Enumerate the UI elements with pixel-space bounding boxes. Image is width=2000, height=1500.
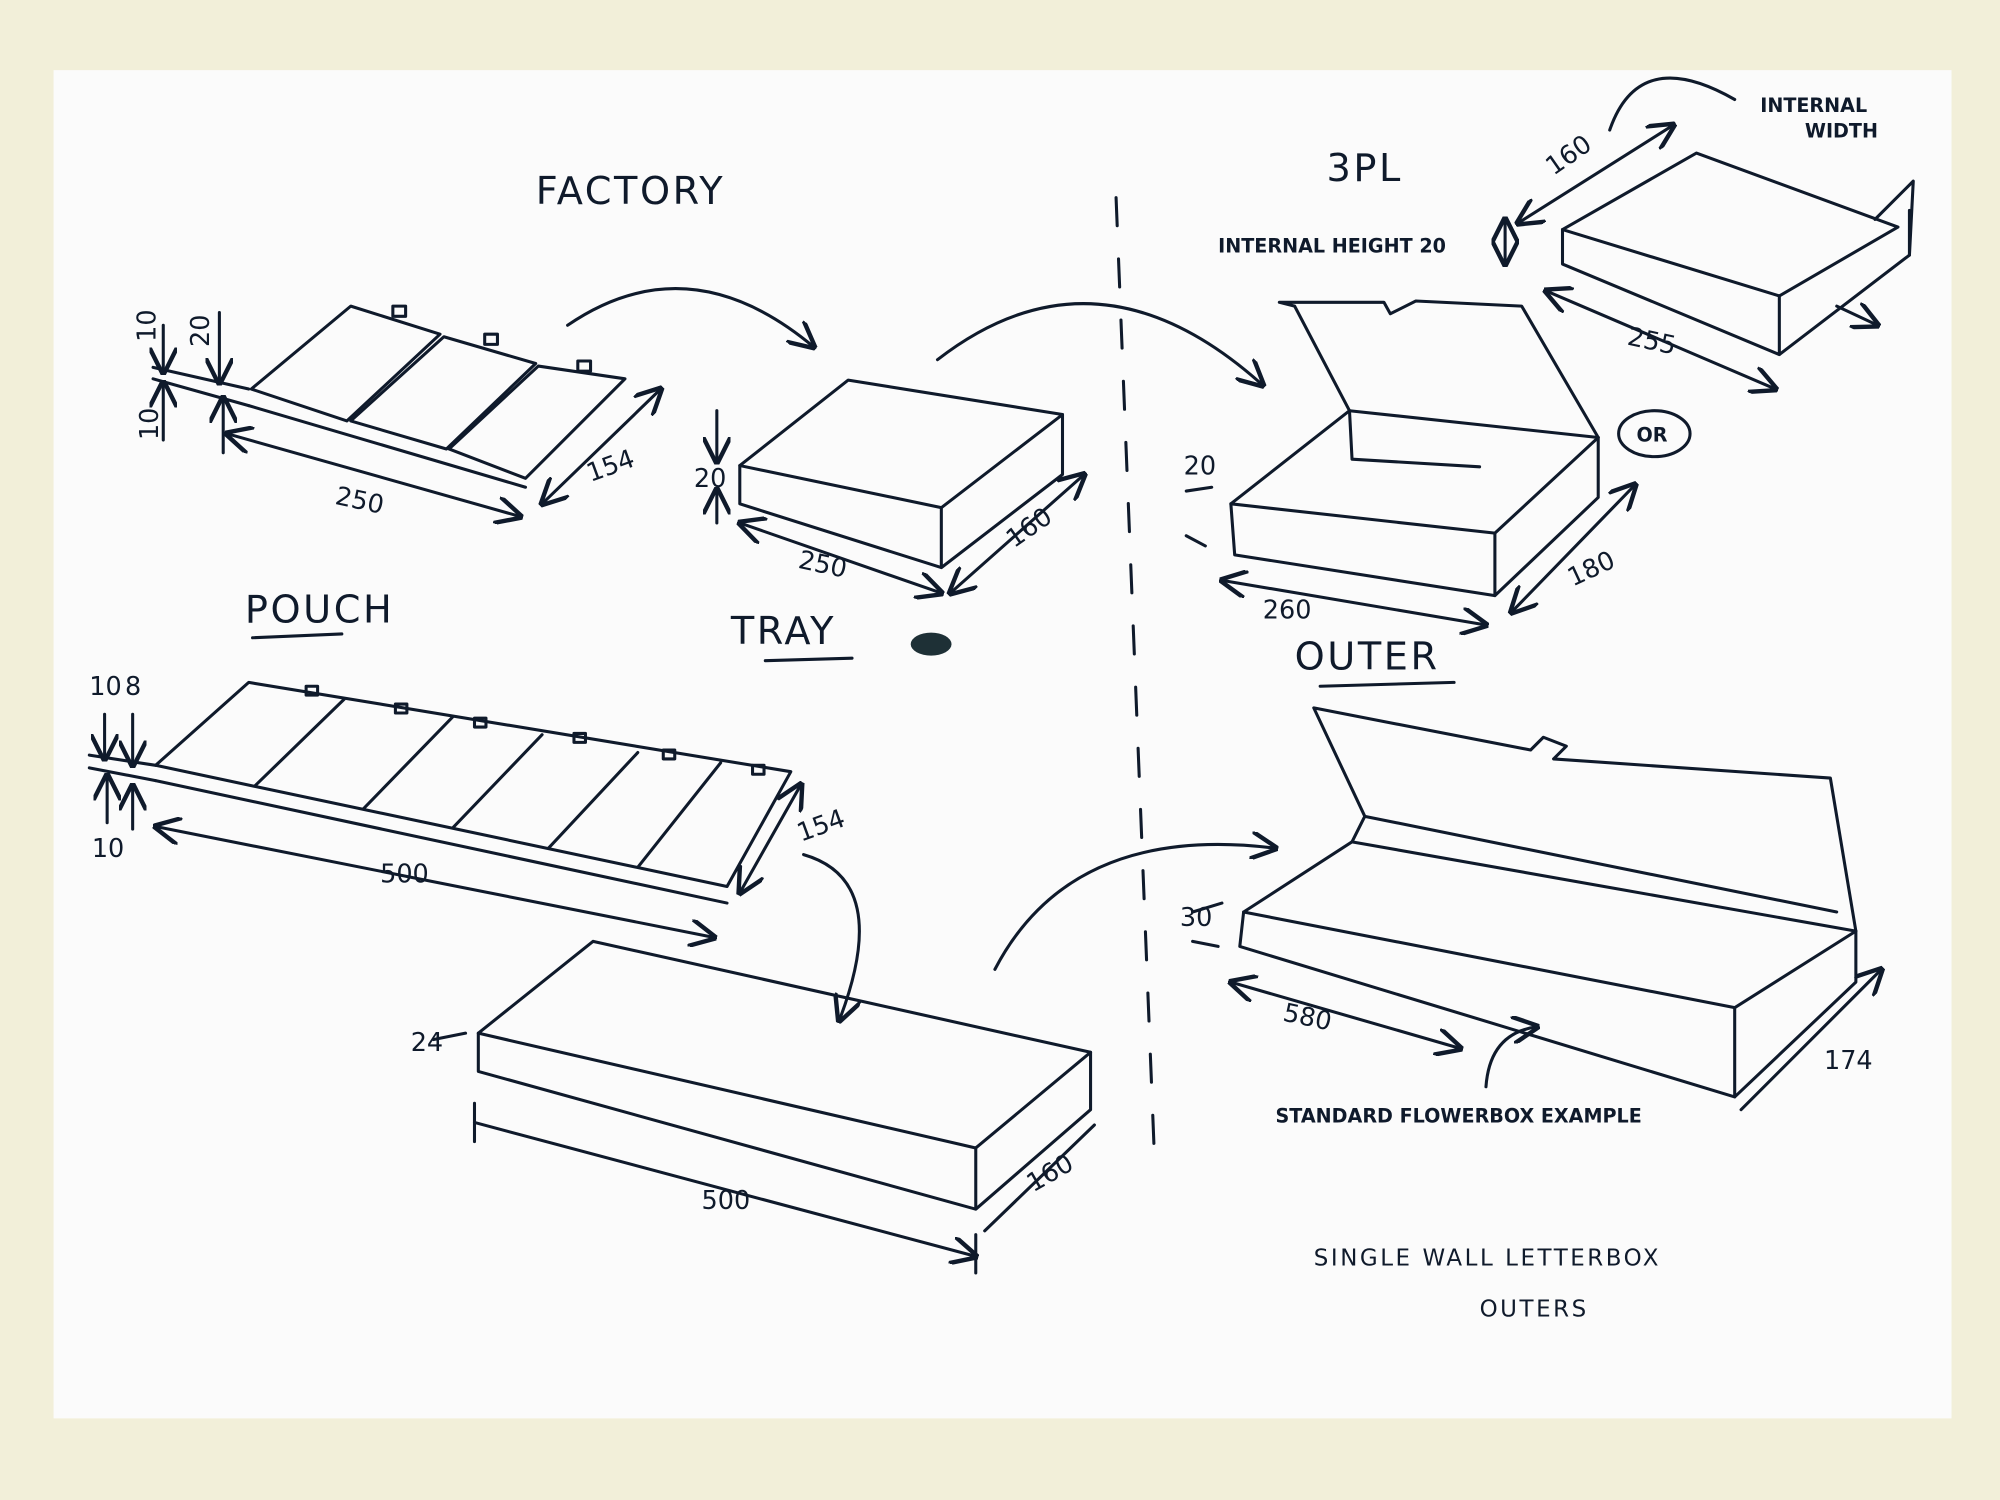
underline-outer (1318, 680, 1456, 688)
flowerbox (1191, 706, 1882, 1112)
dim-long-tray-length: 500 (702, 1186, 751, 1216)
underline-tray (763, 656, 854, 663)
scribble-mark (910, 632, 952, 656)
dim-tray-height: 20 (694, 464, 726, 494)
label-outer: OUTER (1295, 635, 1440, 680)
flow-arrow-pouch-to-long-tray (802, 853, 860, 1021)
label-pouch: POUCH (245, 587, 394, 632)
dim-pouch6-top-b: 8 (125, 672, 141, 702)
dim-pouch3-top-a: 10 (133, 309, 163, 341)
dim-pouch6-top-a: 10 (89, 672, 121, 702)
flow-arrow-pouch-to-tray (566, 287, 814, 347)
dim-outer-height: 20 (1184, 451, 1216, 481)
long-tray-box (432, 939, 1096, 1275)
underline-pouch (251, 632, 344, 640)
flow-arrow-to-flowerbox (993, 844, 1276, 971)
dim-long-tray-height: 24 (411, 1028, 443, 1058)
footer-line-1: SINGLE WALL LETTERBOX (1314, 1245, 1661, 1271)
tray-box (717, 378, 1084, 593)
closed-box (1505, 76, 1915, 389)
dim-flowerbox-width: 174 (1824, 1046, 1873, 1076)
label-flowerbox-example: STANDARD FLOWERBOX EXAMPLE (1276, 1104, 1642, 1127)
dim-pouch3-bottom: 10 (135, 408, 165, 440)
footer-line-2: OUTERS (1480, 1296, 1589, 1322)
dim-flowerbox-height: 30 (1180, 903, 1212, 933)
label-internal-width-2: WIDTH (1805, 120, 1878, 143)
heading-factory: FACTORY (536, 169, 726, 214)
pouch-strip-3 (153, 304, 661, 516)
label-or: OR (1636, 423, 1667, 446)
flow-arrow-tray-to-outer (935, 302, 1263, 386)
dim-pouch6-bottom: 10 (92, 834, 124, 864)
heading-3pl: 3PL (1327, 146, 1403, 191)
dim-pouch6-length: 500 (380, 860, 429, 890)
label-tray: TRAY (730, 609, 836, 654)
pouch-strip-6 (87, 680, 801, 937)
outer-box (1184, 299, 1635, 625)
dim-outer-length: 260 (1263, 596, 1312, 626)
or-circle (1617, 409, 1692, 459)
paper-sheet (53, 70, 1952, 1419)
dashed-divider (1114, 196, 1156, 1156)
dim-pouch3-top-b: 20 (186, 314, 216, 346)
label-internal-width-1: INTERNAL (1760, 94, 1867, 117)
label-internal-height: INTERNAL HEIGHT 20 (1218, 235, 1446, 258)
